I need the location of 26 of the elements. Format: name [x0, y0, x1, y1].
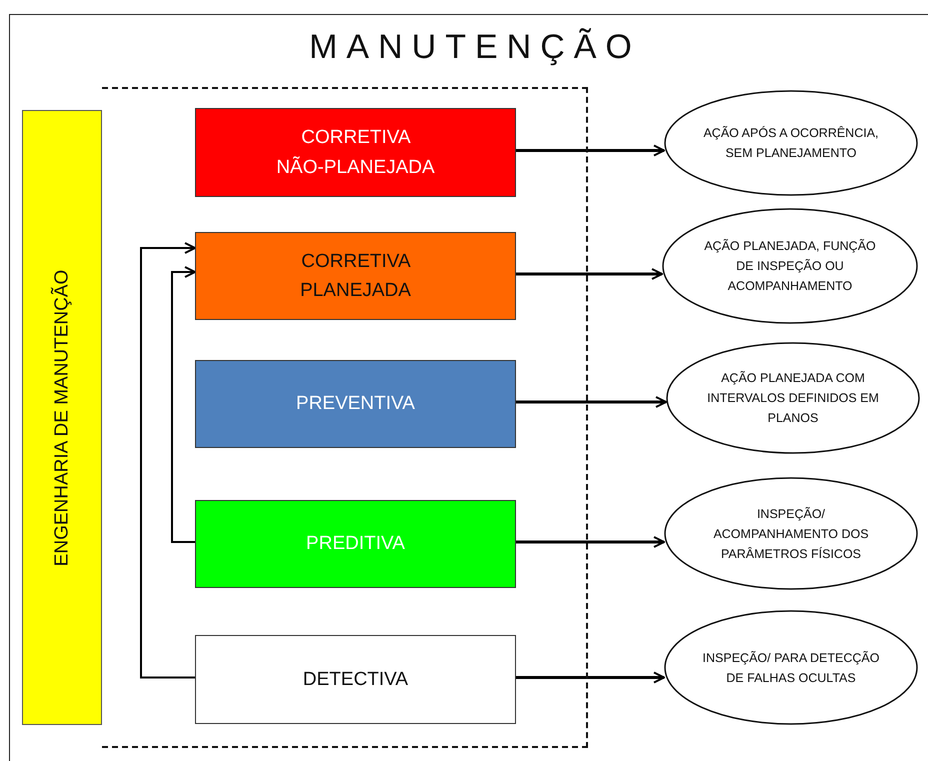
arrow — [516, 672, 665, 684]
bar-label: ENGENHARIA DE MANUTENÇÃO — [51, 269, 73, 566]
vertical-bar — [22, 110, 102, 725]
category-label: CORRETIVA NÃO-PLANEJADA — [275, 126, 436, 180]
category-box — [195, 232, 516, 320]
arrow — [140, 242, 196, 678]
diagram-title: MANUTENÇÃO — [308, 28, 642, 67]
description-text: AÇÃO PLANEJADA COM INTERVALOS DEFINIDOS EM PLANOS — [706, 370, 880, 427]
description-text: AÇÃO APÓS A OCORRÊNCIA, SEM PLANEJAMENTO — [702, 125, 880, 162]
arrow — [516, 536, 665, 548]
arrow — [171, 266, 196, 543]
arrow — [516, 144, 665, 156]
category-box — [195, 500, 516, 588]
arrow — [516, 396, 667, 408]
category-box — [195, 108, 516, 197]
category-label: PREDITIVA — [305, 532, 406, 556]
description-text: INSPEÇÃO/ PARA DETECÇÃO DE FALHAS OCULTAS — [702, 650, 880, 686]
dashed-frame — [102, 87, 588, 748]
description-text: AÇÃO PLANEJADA, FUNÇÃO DE INSPEÇÃO OU ACOMPANHAMENTO — [703, 238, 877, 295]
category-label: DETECTIVA — [302, 668, 410, 692]
category-label: CORRETIVA PLANEJADA — [299, 250, 412, 303]
category-label: PREVENTIVA — [295, 392, 416, 416]
description-text: INSPEÇÃO/ ACOMPANHAMENTO DOS PARÂMETROS FÍSICOS — [712, 506, 870, 562]
arrow — [516, 268, 663, 280]
category-box — [195, 635, 516, 724]
category-box — [195, 360, 516, 448]
